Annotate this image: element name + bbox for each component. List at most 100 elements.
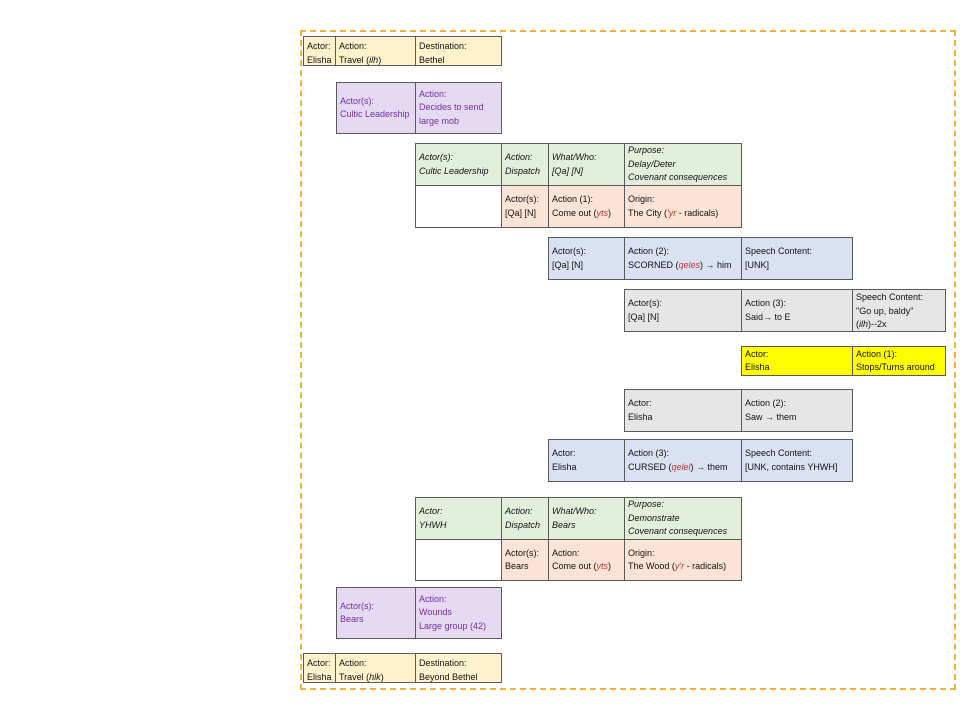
r4-origin-value: The City ('yr - radicals) [628,207,719,218]
r6-speech-line1: "Go up, baldy" [856,305,914,316]
r3-what-cell: What/Who: [Qa] [N] [548,143,625,186]
r5-action-cell: Action (2): SCORNED (qeles) → him [624,237,742,280]
r3-action-cell: Action: Dispatch [501,143,549,186]
r1-actor-cell: Actor: Elisha [303,36,336,66]
r12-action-cell: Action: Wounds Large group (42) [415,587,502,639]
r4-actors-label: Actor(s): [505,194,540,204]
r9-action-label: Action (3): [628,448,670,458]
r4-actors-value: [Qa] [N] [505,207,537,218]
r1-destination-label: Destination: [419,41,467,51]
r6-actors-cell: Actor(s): [Qa] [N] [624,289,742,332]
r11-origin-cell: Origin: The Wood (y'r - radicals) [624,539,742,581]
r6-action-cell: Action (3): Said→ to E [741,289,853,332]
r5-actors-label: Actor(s): [552,246,587,256]
r3-actors-value: Cultic Leadership [419,165,489,176]
r2-action-label: Action: [419,88,447,99]
r6-action-value: Said→ to E [745,311,791,322]
r4-empty-cell [415,185,502,228]
r2-actors-label: Actor(s): [340,95,375,106]
r5-speech-value: [UNK] [745,259,770,270]
r2-actors-cell: Actor(s): Cultic Leadership [336,82,416,134]
r13-action-cell: Action: Travel (hlk) [335,653,416,683]
r4-origin-label: Origin: [628,194,655,204]
r9-actor-label: Actor: [552,448,576,458]
r8-action-cell: Action (2): Saw → them [741,389,853,432]
r9-speech-label: Speech Content: [745,448,813,458]
r3-what-label: What/Who: [552,152,597,162]
r12-action-line2: Large group (42) [419,620,487,631]
r13-actor-label: Actor: [307,658,331,668]
r4-action-label: Action (1): [552,194,594,204]
r3-purpose-cell: Purpose: Delay/Deter Covenant consequenc… [624,143,742,186]
r13-destination-value: Beyond Bethel [419,671,478,682]
r13-action-label: Action: [339,658,367,668]
r8-actor-cell: Actor: Elisha [624,389,742,432]
r1-destination-cell: Destination: Bethel [415,36,502,66]
r1-actor-label: Actor: [307,41,331,51]
r11-origin-value: The Wood (y'r - radicals) [628,561,727,571]
r3-purpose-label: Purpose: [628,145,665,156]
r7-actor-cell: Actor: Elisha [741,346,853,376]
r1-destination-value: Bethel [419,54,445,65]
r1-action-value: Travel (ilh) [339,54,382,65]
r10-action-cell: Action: Dispatch [501,497,549,540]
r11-empty-cell [415,539,502,581]
r6-actors-value: [Qa] [N] [628,311,660,322]
r1-action-cell: Action: Travel (ilh) [335,36,416,66]
r11-actors-label: Actor(s): [505,547,540,558]
r5-speech-cell: Speech Content: [UNK] [741,237,853,280]
r2-actors-value: Cultic Leadership [340,109,410,119]
r7-action-cell: Action (1): Stops/Turns around [852,346,946,376]
r13-actor-value: Elisha [307,671,332,682]
r9-speech-value: [UNK, contains YHWH] [745,461,838,472]
r3-actors-cell: Actor(s): Cultic Leadership [415,143,502,186]
r2-action-line1: Decides to send [419,102,484,113]
r13-actor-cell: Actor: Elisha [303,653,336,683]
r3-purpose-line2: Covenant consequences [628,172,728,183]
r4-action-cell: Action (1): Come out (yts) [548,185,625,228]
r5-action-label: Action (2): [628,246,670,256]
r10-purpose-label: Purpose: [628,499,665,510]
r10-what-label: What/Who: [552,506,597,516]
r11-origin-label: Origin: [628,547,655,558]
r2-action-line2: large mob [419,115,460,126]
r10-action-label: Action: [505,506,533,516]
r10-actor-value: YHWH [419,519,447,530]
r10-purpose-cell: Purpose: Demonstrate Covenant consequenc… [624,497,742,540]
r7-actor-value: Elisha [745,362,770,372]
r13-destination-cell: Destination: Beyond Bethel [415,653,502,683]
r2-action-cell: Action: Decides to send large mob [415,82,502,134]
r6-speech-line2: (ilh)--2x [856,319,887,329]
r3-purpose-line1: Delay/Deter [628,158,676,169]
r12-actors-label: Actor(s): [340,600,375,611]
r10-actor-cell: Actor: YHWH [415,497,502,540]
r11-action-cell: Action: Come out (yts) [548,539,625,581]
r6-actors-label: Actor(s): [628,298,663,308]
r7-action-value: Stops/Turns around [856,362,935,372]
r12-actors-value: Bears [340,614,364,624]
r10-purpose-line1: Demonstrate [628,512,680,523]
r6-speech-cell: Speech Content: "Go up, baldy" (ilh)--2x [852,289,946,332]
r9-actor-cell: Actor: Elisha [548,439,625,482]
r10-actor-label: Actor: [419,506,443,516]
r3-action-value: Dispatch [505,165,541,176]
r9-speech-cell: Speech Content: [UNK, contains YHWH] [741,439,853,482]
r8-actor-value: Elisha [628,411,653,422]
r6-speech-label: Speech Content: [856,292,924,302]
r9-actor-value: Elisha [552,461,577,472]
r9-action-value: CURSED (qelel) → them [628,461,728,472]
r11-actors-cell: Actor(s): Bears [501,539,549,581]
r5-speech-label: Speech Content: [745,246,813,256]
r4-origin-cell: Origin: The City ('yr - radicals) [624,185,742,228]
r10-what-cell: What/Who: Bears [548,497,625,540]
r5-actors-value: [Qa] [N] [552,259,584,270]
r1-action-label: Action: [339,41,367,51]
r3-actors-label: Actor(s): [419,152,454,162]
r4-actors-cell: Actor(s): [Qa] [N] [501,185,549,228]
r10-what-value: Bears [552,519,576,530]
diagram-frame [300,30,956,690]
r10-purpose-line2: Covenant consequences [628,526,728,537]
r7-actor-label: Actor: [745,348,769,359]
r5-actors-cell: Actor(s): [Qa] [N] [548,237,625,280]
r11-action-label: Action: [552,547,580,558]
